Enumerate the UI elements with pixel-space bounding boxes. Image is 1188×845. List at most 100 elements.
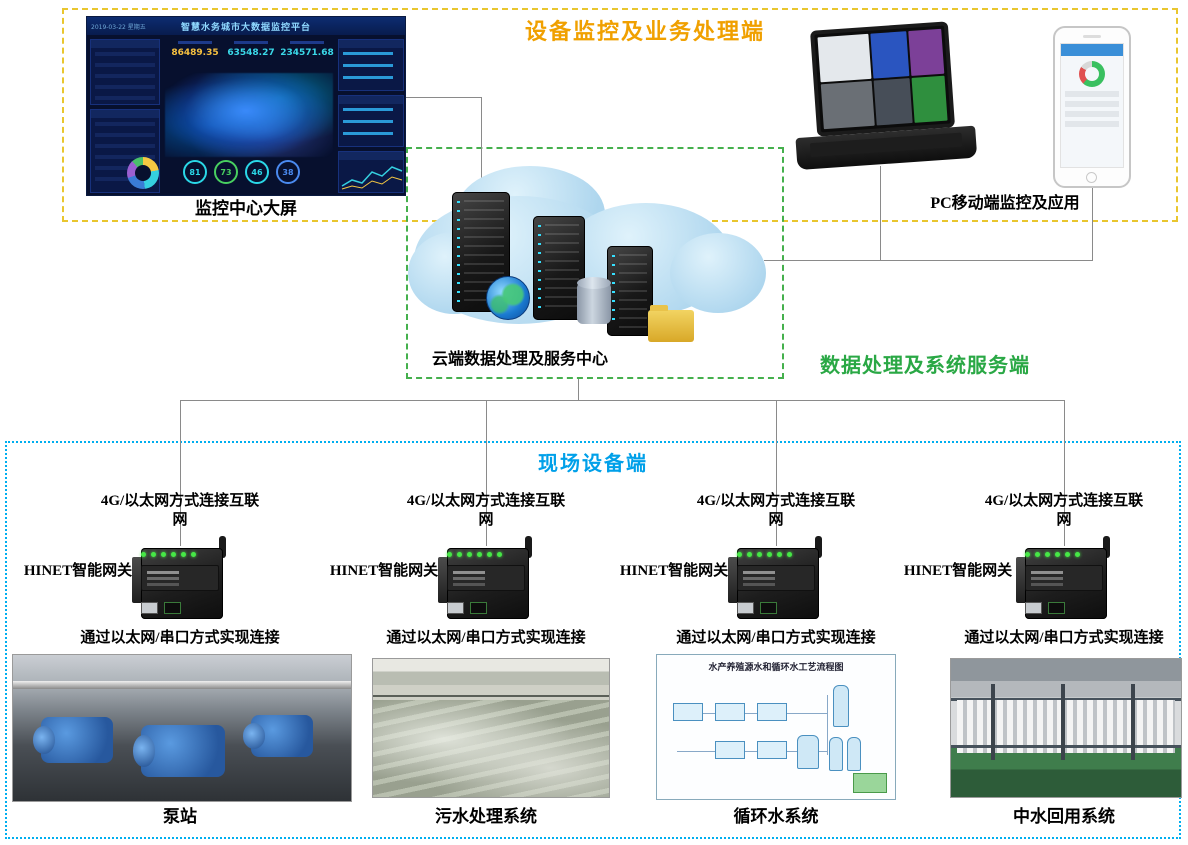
server-tower-3 bbox=[607, 246, 653, 336]
caption-col1: 泵站 bbox=[163, 807, 197, 826]
connector-drop-col2 bbox=[486, 400, 487, 546]
gateway-panel bbox=[737, 565, 815, 591]
cloud-caption: 云端数据处理及服务中心 bbox=[431, 351, 608, 368]
gauge-row: 81 73 46 38 bbox=[183, 159, 309, 185]
conn-label-col2: 通过以太网/串口方式实现连接 bbox=[386, 630, 586, 646]
led-indicators bbox=[737, 552, 792, 557]
donut-chart bbox=[127, 157, 159, 189]
gateway-device-col1 bbox=[132, 536, 228, 619]
cloud-shape bbox=[670, 233, 766, 313]
connector-phone-to-cloud bbox=[1092, 188, 1093, 261]
folder-icon bbox=[648, 305, 694, 342]
connector-laptop-to-cloud bbox=[880, 166, 881, 261]
pump-unit bbox=[243, 715, 313, 757]
dashboard-panel-right-middle bbox=[338, 95, 404, 147]
flow-tank bbox=[833, 685, 849, 727]
monitoring-dashboard-screen: 智慧水务城市大数据监控平台 2019-03-22 星期五 86489.35 63… bbox=[86, 16, 406, 196]
flow-tank bbox=[847, 737, 861, 771]
antenna-icon bbox=[525, 536, 532, 558]
connector-dashboard-to-cloud-h bbox=[406, 97, 482, 98]
trend-chart bbox=[341, 166, 403, 190]
mount-ear bbox=[132, 557, 143, 603]
gateway-label-col2: HINET智能网关 bbox=[329, 563, 439, 579]
connector-dashboard-to-cloud-v bbox=[481, 97, 482, 199]
mount-ear bbox=[728, 557, 739, 603]
photo-water-reuse-system bbox=[950, 658, 1182, 798]
stat-3: 234571.68 bbox=[279, 41, 335, 69]
dashboard-panel-trend bbox=[338, 151, 404, 193]
led-indicators bbox=[141, 552, 196, 557]
flow-diagram-title: 水产养殖源水和循环水工艺流程图 bbox=[708, 662, 844, 672]
photo-pump-station bbox=[12, 654, 352, 802]
flow-box bbox=[757, 741, 787, 759]
flow-tank bbox=[829, 737, 843, 771]
phone-app-header bbox=[1061, 44, 1123, 56]
caption-col2: 污水处理系统 bbox=[435, 807, 537, 826]
gauge-1: 81 bbox=[183, 160, 207, 184]
gateway-ports bbox=[1025, 602, 1065, 614]
zone-title-monitoring: 设备监控及业务处理端 bbox=[524, 19, 765, 44]
phone-screen bbox=[1060, 43, 1124, 168]
phone-gauge-chart bbox=[1079, 61, 1105, 87]
dashboard-panel-left-top bbox=[90, 39, 160, 105]
gateway-ports bbox=[737, 602, 777, 614]
gateway-label-col4: HINET智能网关 bbox=[903, 563, 1013, 579]
aeration-foam bbox=[373, 700, 609, 797]
gateway-device-col4 bbox=[1016, 536, 1112, 619]
pc-mobile-caption: PC移动端监控及应用 bbox=[930, 195, 1080, 212]
phone-home-button bbox=[1086, 172, 1097, 183]
gauge-2: 73 bbox=[214, 160, 238, 184]
net-label-col2: 4G/以太网方式连接互联网 bbox=[406, 493, 566, 528]
net-label-col4: 4G/以太网方式连接互联网 bbox=[984, 493, 1144, 528]
pipe bbox=[13, 681, 351, 689]
caption-col4: 中水回用系统 bbox=[1013, 807, 1115, 826]
gateway-device-col3 bbox=[728, 536, 824, 619]
zone-title-field: 现场设备端 bbox=[538, 453, 648, 475]
dashboard-caption: 监控中心大屏 bbox=[195, 199, 297, 218]
gateway-panel bbox=[1025, 565, 1103, 591]
dashboard-panel-right-top bbox=[338, 39, 404, 91]
led-indicators bbox=[447, 552, 502, 557]
zone-field-devices bbox=[5, 441, 1181, 839]
net-label-col1: 4G/以太网方式连接互联网 bbox=[100, 493, 260, 528]
phone-speaker bbox=[1083, 35, 1101, 38]
smartphone-device bbox=[1053, 26, 1131, 188]
gateway-panel bbox=[141, 565, 219, 591]
conn-label-col3: 通过以太网/串口方式实现连接 bbox=[676, 630, 876, 646]
globe-icon bbox=[486, 276, 530, 320]
conn-label-col4: 通过以太网/串口方式实现连接 bbox=[964, 630, 1164, 646]
server-tower-2 bbox=[533, 216, 585, 320]
connector-drop-col4 bbox=[1064, 400, 1065, 546]
antenna-icon bbox=[219, 536, 226, 558]
antenna-icon bbox=[1103, 536, 1110, 558]
flow-tank bbox=[797, 735, 819, 769]
database-icon bbox=[577, 277, 611, 324]
flow-box bbox=[715, 703, 745, 721]
dashboard-header: 智慧水务城市大数据监控平台 bbox=[87, 17, 405, 35]
dashboard-panel-left-bottom bbox=[90, 109, 160, 193]
connector-drop-col3 bbox=[776, 400, 777, 546]
flow-pond bbox=[853, 773, 887, 793]
led-indicators bbox=[1025, 552, 1080, 557]
gateway-ports bbox=[447, 602, 487, 614]
conn-label-col1: 通过以太网/串口方式实现连接 bbox=[80, 630, 280, 646]
net-label-col3: 4G/以太网方式连接互联网 bbox=[696, 493, 856, 528]
pump-unit bbox=[33, 717, 113, 763]
pump-unit bbox=[133, 725, 225, 777]
zone-title-cloud: 数据处理及系统服务端 bbox=[820, 355, 1030, 377]
gauge-3: 46 bbox=[245, 160, 269, 184]
caption-col3: 循环水系统 bbox=[733, 807, 819, 826]
gauge-4: 38 bbox=[276, 160, 300, 184]
gateway-label-col1: HINET智能网关 bbox=[23, 563, 133, 579]
dashboard-date: 2019-03-22 星期五 bbox=[91, 24, 146, 31]
photo-process-flow-diagram: 水产养殖源水和循环水工艺流程图 bbox=[656, 654, 896, 800]
gateway-panel bbox=[447, 565, 525, 591]
connector-cloud-down bbox=[578, 379, 579, 401]
stat-2: 63548.27 bbox=[223, 41, 279, 69]
dashboard-stats: 86489.35 63548.27 234571.68 bbox=[167, 41, 335, 69]
flow-box bbox=[673, 703, 703, 721]
stat-1: 86489.35 bbox=[167, 41, 223, 69]
mount-ear bbox=[1016, 557, 1027, 603]
flow-box bbox=[715, 741, 745, 759]
